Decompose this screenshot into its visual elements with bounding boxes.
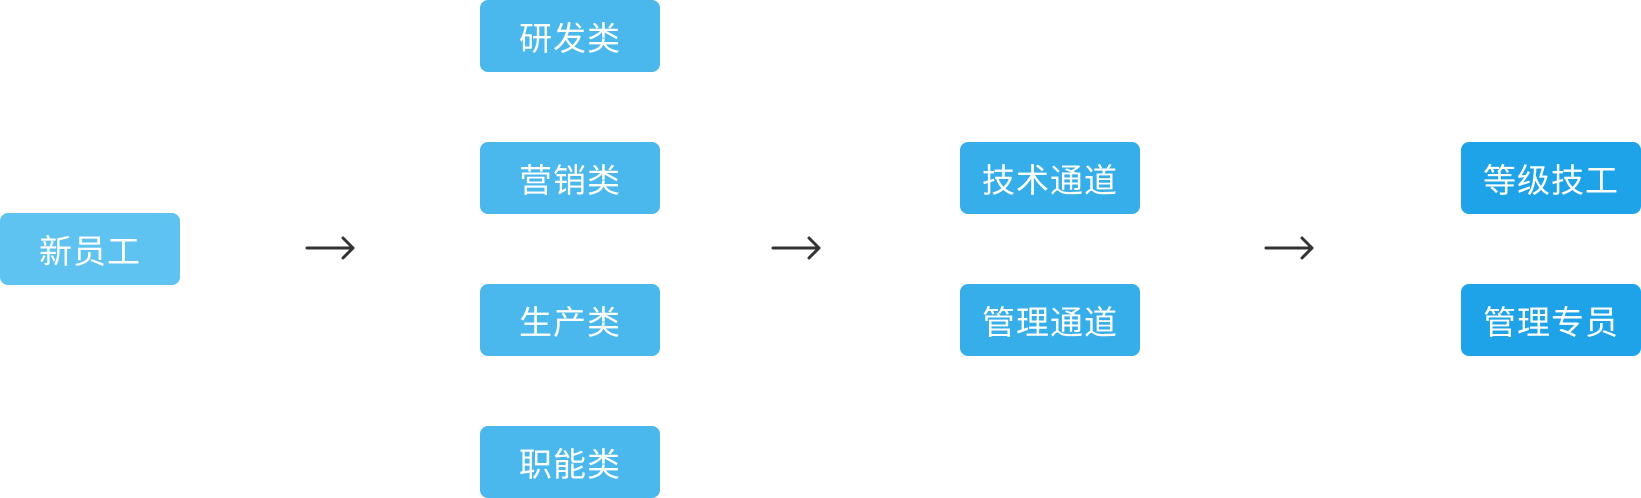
node-marketing: 营销类	[480, 142, 660, 214]
node-new-employee: 新员工	[0, 213, 180, 285]
arrow-right-icon	[771, 231, 823, 265]
node-technical-track: 技术通道	[960, 142, 1140, 214]
node-graded-technician: 等级技工	[1461, 142, 1641, 214]
node-functional: 职能类	[480, 426, 660, 498]
node-rd: 研发类	[480, 0, 660, 72]
arrow-right-icon	[1264, 231, 1316, 265]
node-production: 生产类	[480, 284, 660, 356]
arrow-right-icon	[305, 231, 357, 265]
node-management-track: 管理通道	[960, 284, 1140, 356]
node-management-specialist: 管理专员	[1461, 284, 1641, 356]
